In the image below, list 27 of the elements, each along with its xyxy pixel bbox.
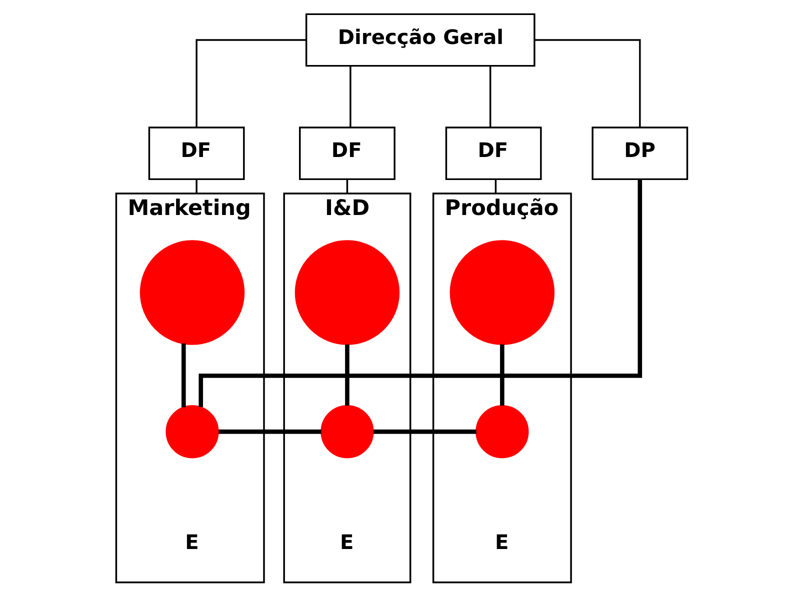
node-box: DF xyxy=(298,126,395,180)
connector xyxy=(346,180,348,194)
connector xyxy=(195,180,197,194)
cluster: I&D E xyxy=(282,192,411,584)
cluster: Produção E xyxy=(432,192,572,584)
connector xyxy=(181,344,186,408)
node-box: DF xyxy=(148,126,244,180)
connector xyxy=(494,180,496,194)
connector xyxy=(349,66,351,128)
connector xyxy=(373,430,476,434)
node-circle xyxy=(475,405,528,458)
node-box: DF xyxy=(444,126,542,180)
connector xyxy=(198,179,642,407)
node-circle xyxy=(139,240,244,345)
cluster: Marketing E xyxy=(114,192,264,584)
connector xyxy=(534,39,640,128)
connector xyxy=(195,39,306,128)
node-box: Direcção Geral xyxy=(304,13,535,67)
connector xyxy=(488,66,491,128)
node-circle xyxy=(320,405,374,458)
node-circle xyxy=(294,240,400,345)
node-box: DP xyxy=(591,126,688,180)
node-circle xyxy=(449,240,554,345)
connector xyxy=(218,430,321,434)
node-circle xyxy=(165,405,218,458)
connector xyxy=(344,344,349,406)
connector xyxy=(500,344,504,406)
